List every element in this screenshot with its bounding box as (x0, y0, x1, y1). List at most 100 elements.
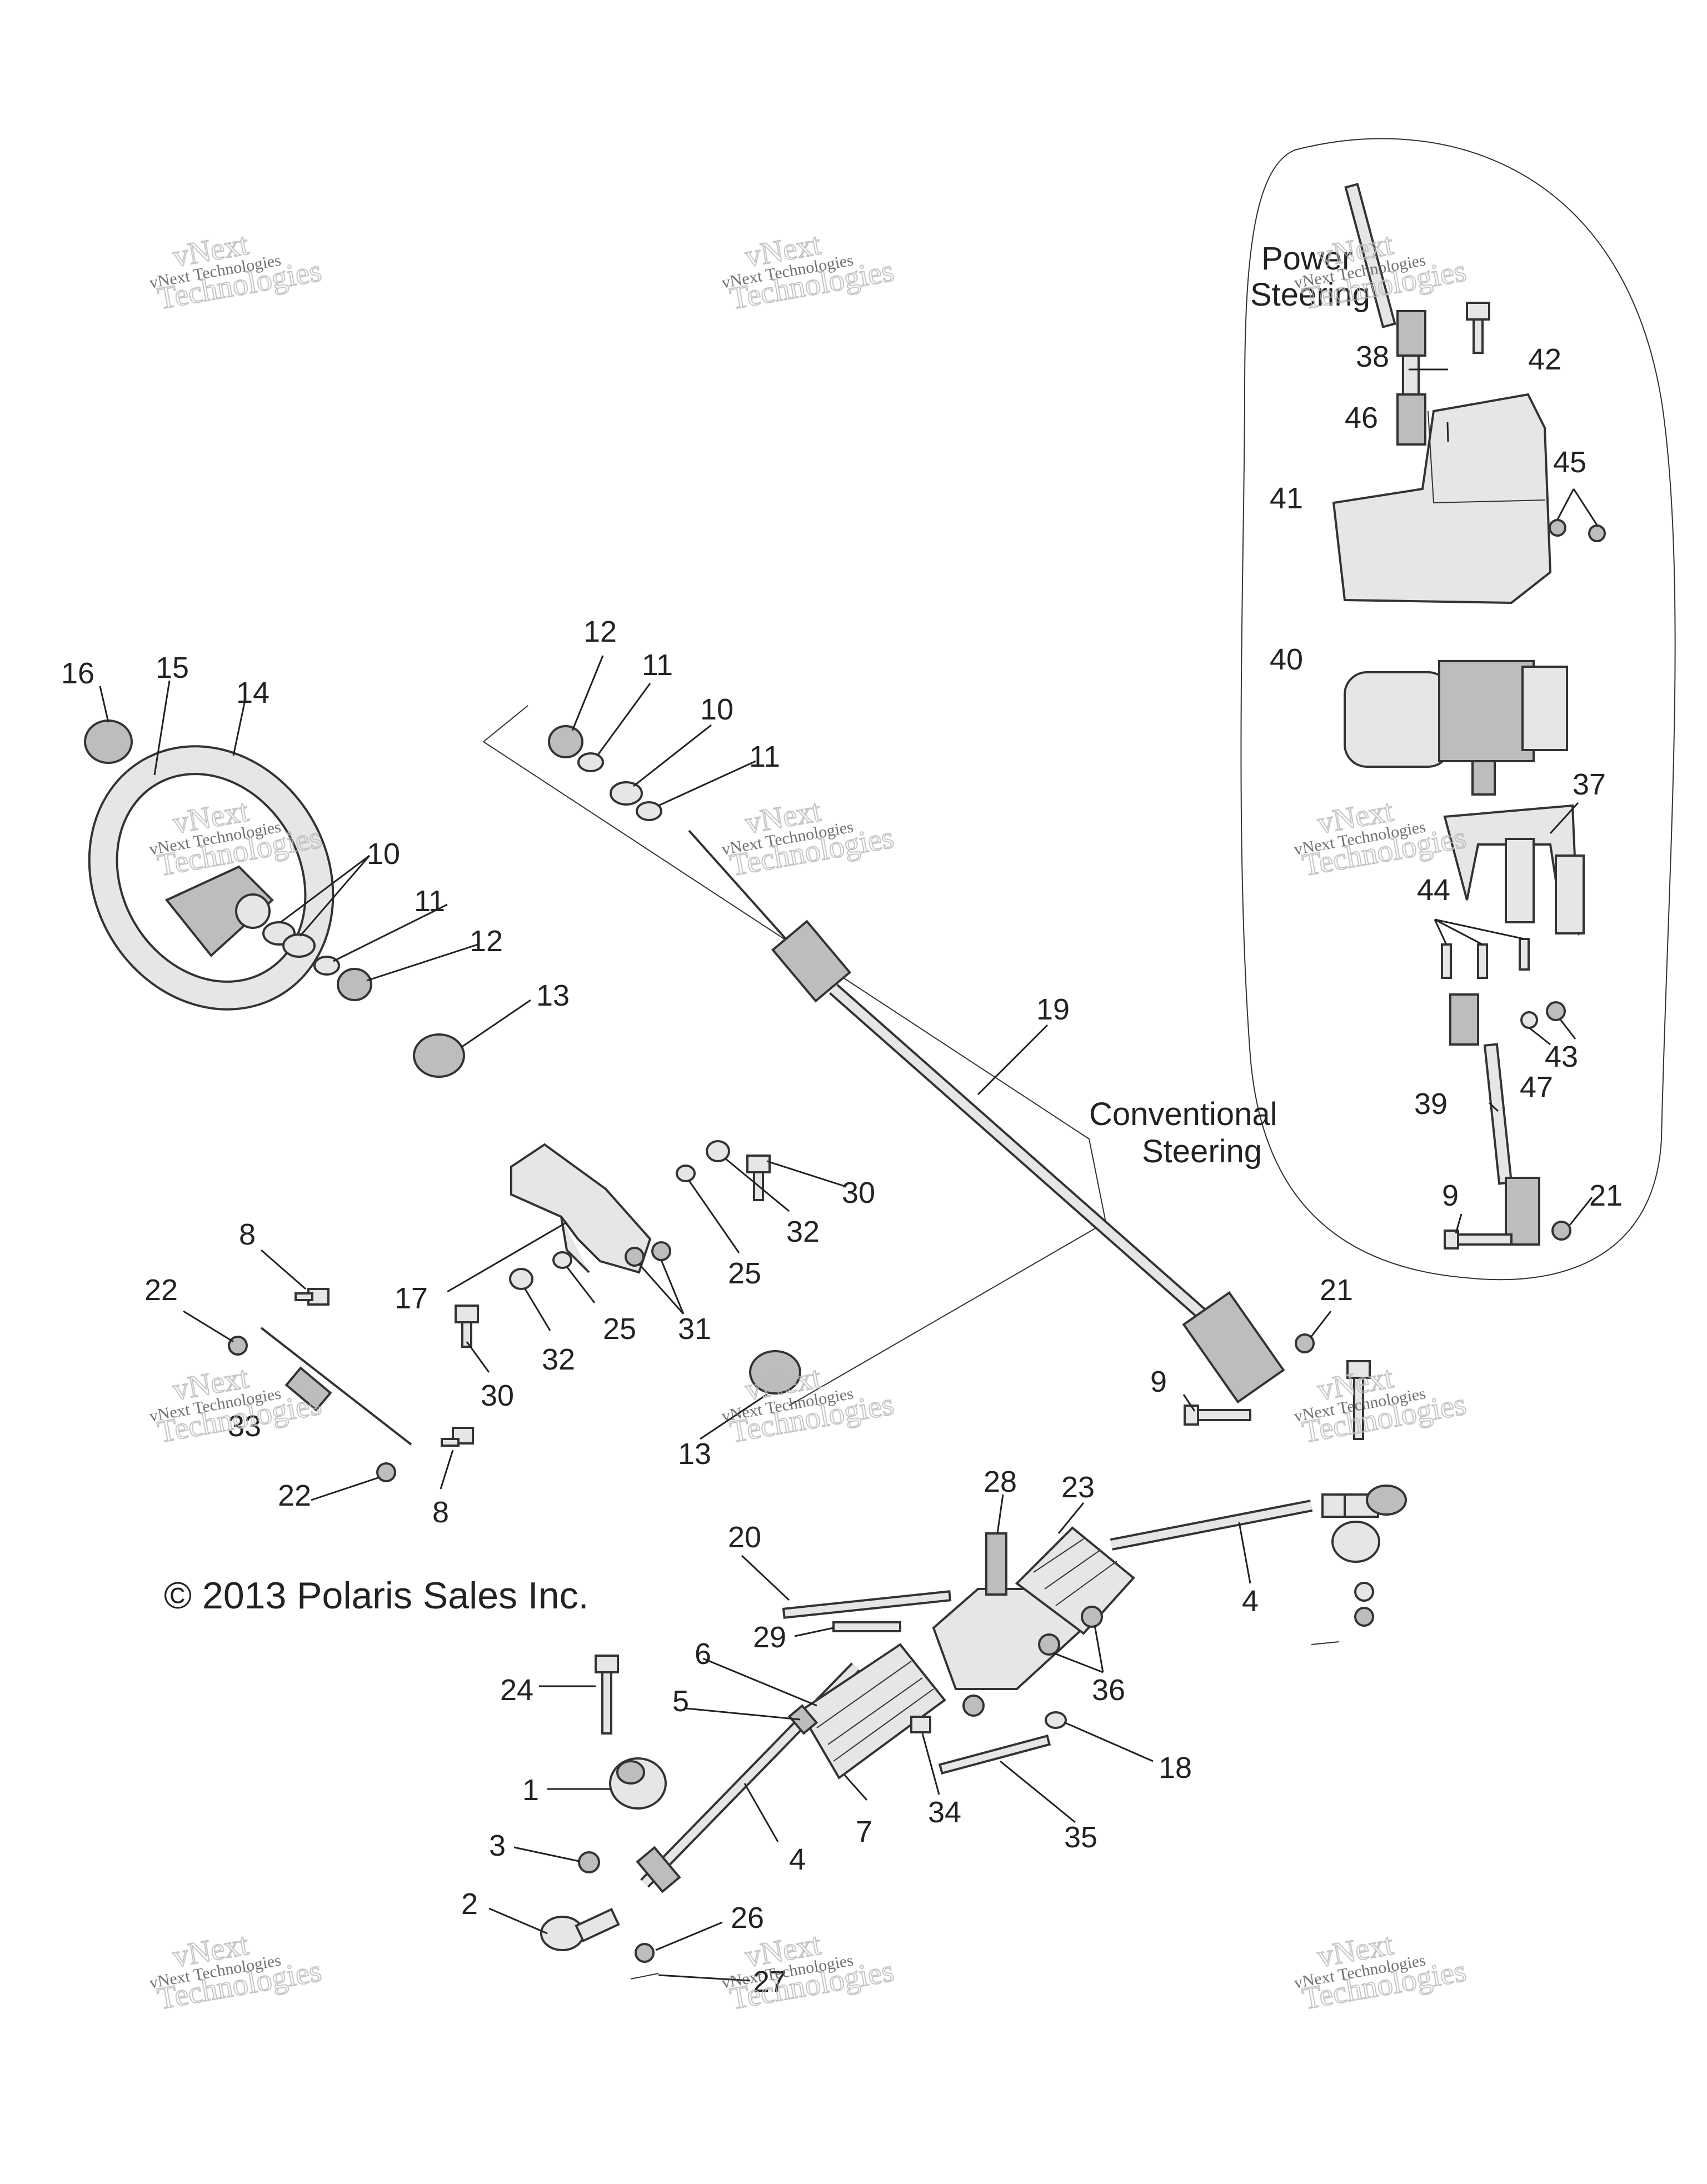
bolt-8a (295, 1288, 330, 1306)
callout-38: 38 (1356, 340, 1389, 373)
washer-25b (552, 1251, 572, 1269)
bolt-29 (832, 1621, 901, 1632)
nut-31b (651, 1241, 671, 1261)
steering-rack-assembly (636, 1500, 1313, 1893)
watermark-8: vNext Technologies vNext Technologies (720, 1360, 897, 1450)
callout-44: 44 (1417, 873, 1450, 907)
bolt-8b (441, 1427, 474, 1447)
spacer-32a (706, 1140, 730, 1162)
washer-47 (1520, 1011, 1538, 1029)
callout-26: 26 (731, 1901, 764, 1935)
bearing-13b (749, 1350, 801, 1395)
washer-18 (1045, 1711, 1067, 1729)
bracket-37 (1443, 804, 1585, 937)
nut-36a (1081, 1606, 1103, 1628)
callout-3: 3 (489, 1829, 506, 1862)
callout-25-upper: 25 (728, 1257, 761, 1290)
callout-20: 20 (728, 1521, 761, 1554)
callout-47: 47 (1520, 1071, 1553, 1104)
callout-14: 14 (236, 676, 269, 709)
callout-9-conv: 9 (1150, 1365, 1167, 1398)
callout-4-right: 4 (1242, 1585, 1259, 1618)
callout-31: 31 (678, 1312, 711, 1346)
callout-16: 16 (61, 657, 94, 690)
callout-37: 37 (1573, 768, 1606, 801)
callout-34: 34 (928, 1796, 961, 1829)
callout-15: 15 (156, 651, 189, 684)
callout-32-upper: 32 (786, 1215, 820, 1248)
leader-lines (99, 368, 1598, 1982)
callout-22-upper: 22 (144, 1273, 178, 1307)
nut-26 (635, 1943, 655, 1963)
nut-36b (1038, 1633, 1060, 1656)
callout-30-upper: 30 (842, 1176, 875, 1210)
callout-12-top: 12 (583, 615, 617, 648)
callout-41: 41 (1270, 482, 1303, 515)
spacer-32b (509, 1268, 533, 1290)
washer-10-top (610, 781, 643, 806)
callout-22-lower: 22 (278, 1479, 311, 1512)
cover-41 (1332, 393, 1552, 604)
bushing-1 (609, 1757, 667, 1810)
callout-45: 45 (1553, 446, 1586, 479)
callout-24: 24 (500, 1673, 533, 1707)
steering-shaft-19 (688, 829, 1285, 1404)
nut-22a (228, 1336, 248, 1356)
callout-5: 5 (672, 1685, 689, 1718)
nut-31a (625, 1247, 645, 1267)
bearing-13a (413, 1033, 465, 1078)
callout-28: 28 (984, 1465, 1017, 1498)
callout-43: 43 (1545, 1040, 1578, 1073)
callout-18: 18 (1159, 1751, 1192, 1785)
callout-1: 1 (522, 1773, 539, 1807)
bolts-44 (1441, 938, 1530, 979)
washer-10b (282, 933, 316, 958)
callout-7: 7 (856, 1815, 872, 1848)
callout-13-upper: 13 (536, 979, 570, 1012)
clamp-5 (787, 1704, 818, 1735)
callout-6: 6 (695, 1637, 711, 1671)
watermark-3: vNext Technologies vNext Technologies (1292, 226, 1469, 317)
washer-25a (676, 1165, 696, 1182)
callout-2: 2 (461, 1887, 478, 1921)
power-steering-motor-40 (1344, 660, 1568, 796)
bushing-12-top (548, 725, 583, 758)
boot-23 (1015, 1526, 1135, 1635)
nut-21-power (1551, 1221, 1571, 1241)
callout-30-lower: 30 (481, 1379, 514, 1412)
callout-13-lower: 13 (678, 1437, 711, 1471)
nut-45a (1549, 519, 1566, 537)
callout-46: 46 (1345, 401, 1378, 434)
conventional-steering-label-line2: Steering (1142, 1133, 1262, 1170)
tie-rod-end-right (1311, 1485, 1407, 1645)
tie-rod-end-2 (540, 1907, 620, 1951)
bolt-9-power (1444, 1230, 1513, 1250)
bushing-12 (337, 968, 372, 1001)
callout-11-top-b: 11 (749, 740, 780, 773)
bolt-24 (595, 1655, 619, 1735)
callout-29: 29 (753, 1621, 786, 1654)
bolt-right-top (1346, 1360, 1371, 1440)
bolt-42 (1466, 302, 1490, 354)
callout-23: 23 (1061, 1471, 1095, 1504)
nut-45b (1588, 524, 1606, 542)
nut-43 (1546, 1001, 1566, 1021)
power-steering-boundary (1240, 138, 1676, 1281)
callout-27: 27 (753, 1965, 786, 1998)
bolt-30a (746, 1155, 771, 1201)
callout-17: 17 (395, 1282, 428, 1315)
callout-9-power: 9 (1442, 1179, 1459, 1212)
bolt-35 (938, 1734, 1051, 1775)
copyright-notice: © 2013 Polaris Sales Inc. (164, 1575, 589, 1617)
cotter-pin-27 (630, 1973, 659, 1980)
u-joint-shaft-39 (1449, 993, 1540, 1246)
callout-10-wheel: 10 (367, 837, 400, 871)
power-steering-label-line2: Steering (1250, 277, 1370, 313)
callout-8-upper: 8 (239, 1218, 256, 1251)
callout-33: 33 (228, 1410, 261, 1443)
power-steering-u-joint-shaft-38 (1344, 183, 1426, 446)
callout-4-left: 4 (789, 1843, 806, 1876)
callout-25-lower: 25 (603, 1312, 636, 1346)
